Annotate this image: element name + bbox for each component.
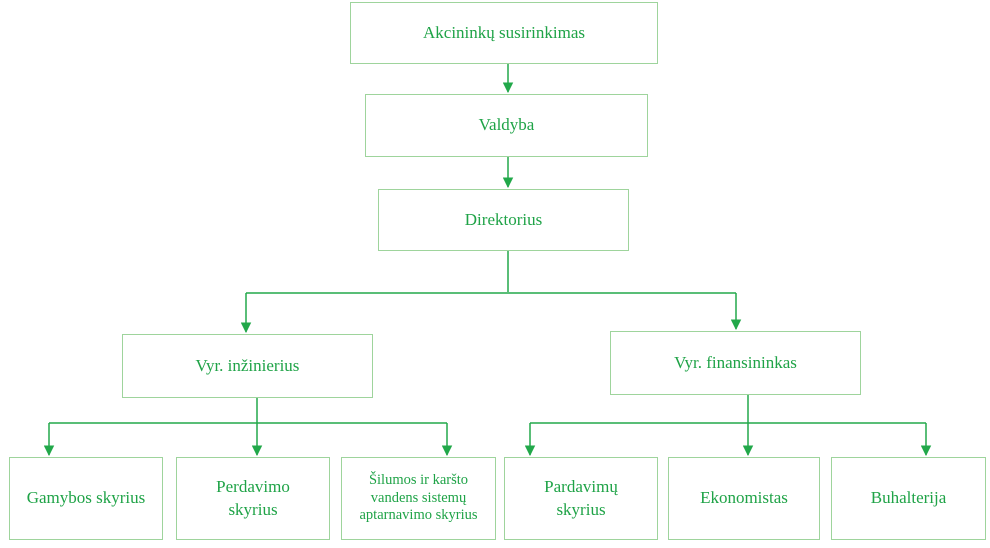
node-label: Valdyba	[478, 115, 535, 135]
node-chief-financier: Vyr. finansininkas	[610, 331, 861, 395]
node-label: Perdavimo skyrius	[216, 477, 290, 519]
node-label: Akcininkų susirinkimas	[423, 22, 585, 42]
node-label: Vyr. inžinierius	[195, 355, 300, 375]
node-sales: Pardavimų skyrius	[504, 457, 658, 540]
node-chief-engineer: Vyr. inžinierius	[122, 334, 373, 398]
node-board: Valdyba	[365, 94, 648, 157]
node-accounting: Buhalterija	[831, 457, 986, 540]
node-transmission: Perdavimo skyrius	[176, 457, 330, 540]
node-director: Direktorius	[378, 189, 629, 251]
node-label: Vyr. finansininkas	[674, 352, 797, 372]
node-label: Pardavimų skyrius	[544, 477, 618, 519]
node-production: Gamybos skyrius	[9, 457, 163, 540]
node-label: Šilumos ir karšto vandens sistemų aptarn…	[359, 471, 478, 524]
node-label: Ekonomistas	[700, 488, 788, 508]
node-label: Gamybos skyrius	[26, 488, 146, 508]
node-heating-services: Šilumos ir karšto vandens sistemų aptarn…	[341, 457, 496, 540]
node-label: Direktorius	[464, 209, 543, 229]
node-shareholders: Akcininkų susirinkimas	[350, 2, 658, 64]
node-economist: Ekonomistas	[668, 457, 820, 540]
node-label: Buhalterija	[870, 488, 947, 508]
